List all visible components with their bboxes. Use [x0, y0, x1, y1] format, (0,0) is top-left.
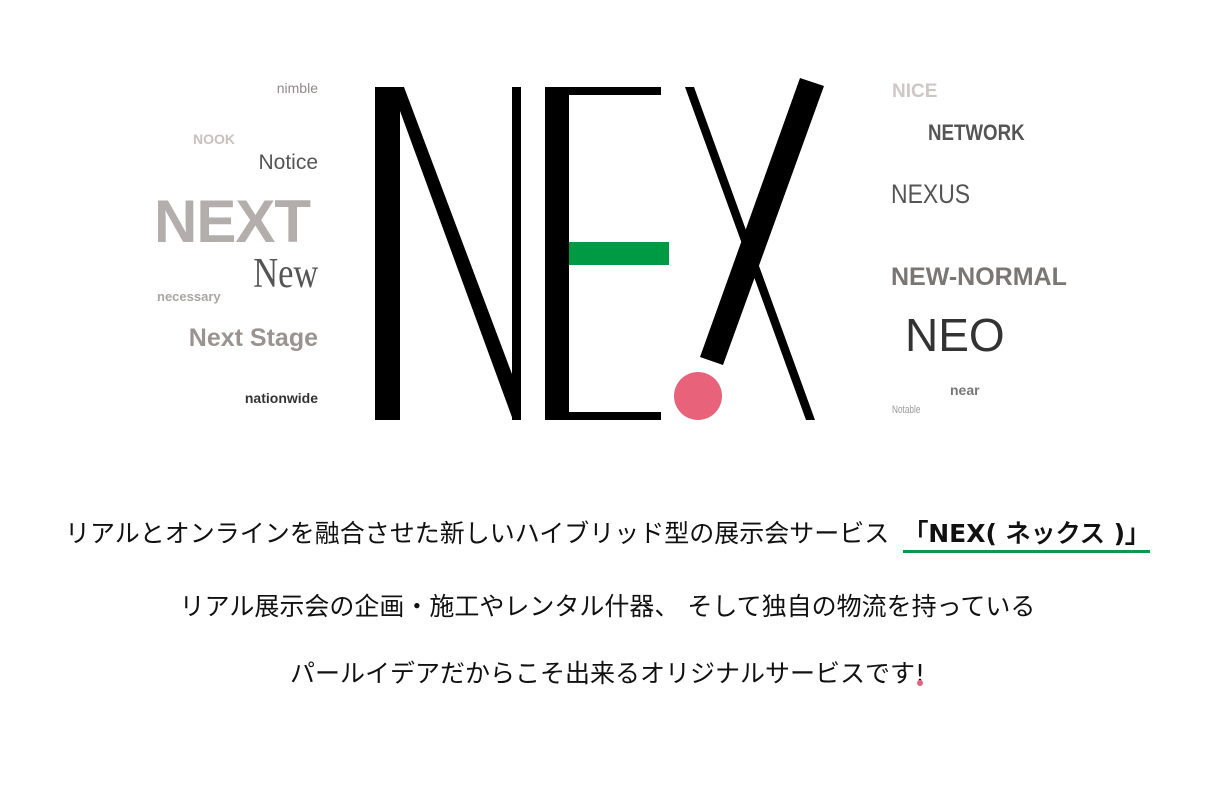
word-nexus: NEXUS	[891, 179, 971, 209]
tagline-line-1: リアルとオンラインを融合させた新しいハイブリッド型の展示会サービス「NEX( ネ…	[0, 514, 1215, 553]
word-new-normal: NEW-NORMAL	[891, 263, 1067, 291]
logo-letter-x	[685, 78, 824, 420]
word-nook: NOOK	[193, 131, 235, 147]
word-neo: NEO	[905, 309, 1005, 361]
word-new: New	[252, 251, 318, 297]
tagline-line-2: リアル展示会の企画・施工やレンタル什器、 そして独自の物流を持っている	[179, 592, 1036, 621]
word-necessary: necessary	[157, 289, 221, 304]
logo-letter-e	[545, 87, 669, 420]
logo-green-bar	[569, 242, 669, 265]
word-nationwide: nationwide	[244, 390, 318, 406]
word-notice: Notice	[258, 151, 318, 174]
logo-dot	[674, 372, 722, 420]
word-next: NEXT	[154, 188, 311, 255]
word-nice: NICE	[892, 81, 938, 102]
word-notable: Notable	[892, 404, 921, 416]
logo-letter-n	[375, 87, 521, 420]
word-network: NETWORK	[928, 120, 1025, 145]
exclamation-mark: !	[914, 659, 926, 688]
nex-highlight: 「NEX( ネックス )」	[903, 519, 1151, 553]
tagline-text-3: パールイデアだからこそ出来るオリジナルサービスです	[289, 659, 915, 688]
tagline-text-1: リアルとオンラインを融合させた新しいハイブリッド型の展示会サービス	[64, 519, 890, 548]
word-nimble: nimble	[276, 80, 318, 96]
tagline-line-3: パールイデアだからこそ出来るオリジナルサービスです!	[0, 654, 1215, 690]
nex-logo	[375, 78, 824, 420]
word-next-stage: Next Stage	[188, 324, 318, 352]
word-near: near	[950, 382, 980, 398]
